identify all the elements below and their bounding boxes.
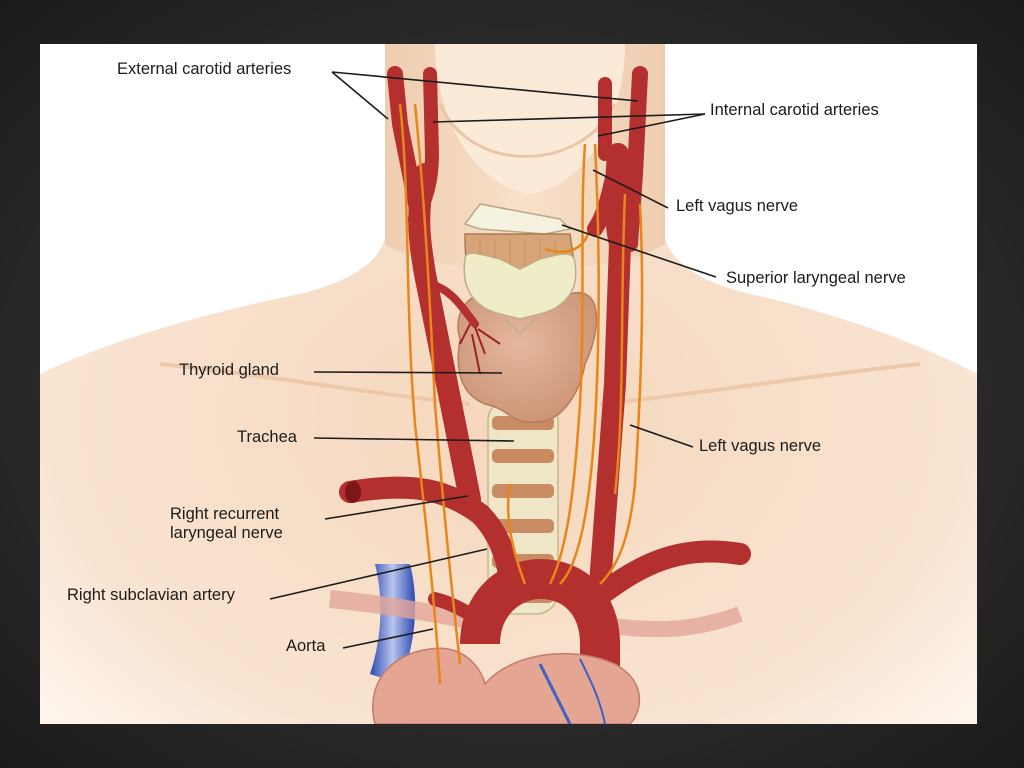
label-external-carotid-arteries: External carotid arteries bbox=[117, 60, 292, 78]
anatomy-illustration bbox=[40, 44, 977, 724]
aorta bbox=[460, 558, 620, 694]
thyroid-cartilage bbox=[463, 203, 572, 235]
label-thyroid-gland: Thyroid gland bbox=[179, 361, 279, 379]
label-superior-laryngeal-nerve: Superior laryngeal nerve bbox=[726, 269, 906, 287]
leader-lines bbox=[269, 71, 717, 649]
vagus-nerves bbox=[398, 103, 644, 685]
label-right-subclavian-artery: Right subclavian artery bbox=[67, 586, 235, 604]
label-right-recurrent-laryngeal-nerve: Right recurrent laryngeal nerve bbox=[170, 505, 283, 544]
right-subclavian-vein bbox=[370, 564, 416, 684]
label-left-vagus-nerve-lower: Left vagus nerve bbox=[699, 437, 821, 455]
right-subclavian-artery bbox=[339, 476, 521, 600]
label-rrln-line1: Right recurrent bbox=[170, 505, 280, 523]
cricoid-cartilage bbox=[463, 252, 577, 320]
label-internal-carotid-arteries: Internal carotid arteries bbox=[710, 101, 879, 119]
left-subclavian-artery bbox=[584, 540, 751, 610]
label-aorta: Aorta bbox=[286, 637, 326, 655]
label-trachea: Trachea bbox=[237, 428, 297, 446]
diagram-slide: External carotid arteries Internal carot… bbox=[40, 44, 977, 724]
label-left-vagus-nerve-upper: Left vagus nerve bbox=[676, 197, 798, 215]
label-rrln-line2: laryngeal nerve bbox=[170, 524, 283, 543]
